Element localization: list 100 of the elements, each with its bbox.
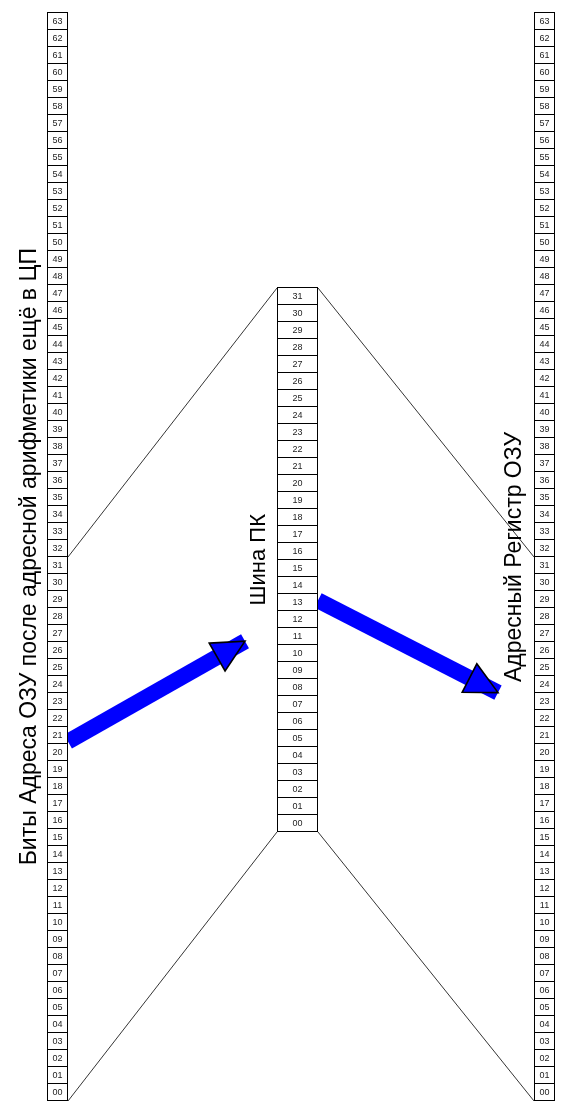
bit-cell: 28: [47, 608, 68, 625]
bit-cell: 35: [47, 489, 68, 506]
bit-cell: 03: [277, 764, 318, 781]
bit-cell: 53: [534, 183, 555, 200]
bit-cell: 01: [47, 1067, 68, 1084]
bit-cell: 24: [47, 676, 68, 693]
bit-cell: 33: [534, 523, 555, 540]
bit-cell: 07: [277, 696, 318, 713]
bit-cell: 28: [277, 339, 318, 356]
bit-cell: 37: [534, 455, 555, 472]
bit-cell: 13: [277, 594, 318, 611]
bit-cell: 04: [47, 1016, 68, 1033]
bit-cell: 26: [47, 642, 68, 659]
bit-cell: 26: [534, 642, 555, 659]
bit-cell: 04: [277, 747, 318, 764]
bit-cell: 04: [534, 1016, 555, 1033]
bit-cell: 15: [47, 829, 68, 846]
bit-cell: 63: [47, 13, 68, 30]
bit-cell: 57: [534, 115, 555, 132]
bit-cell: 16: [47, 812, 68, 829]
bit-cell: 42: [47, 370, 68, 387]
bit-cell: 54: [534, 166, 555, 183]
bit-cell: 58: [534, 98, 555, 115]
bit-cell: 02: [534, 1050, 555, 1067]
bit-cell: 29: [534, 591, 555, 608]
bit-cell: 39: [534, 421, 555, 438]
bit-cell: 16: [277, 543, 318, 560]
bit-cell: 18: [277, 509, 318, 526]
bit-cell: 52: [534, 200, 555, 217]
bit-cell: 51: [534, 217, 555, 234]
bit-cell: 11: [47, 897, 68, 914]
bit-cell: 60: [534, 64, 555, 81]
bit-cell: 05: [47, 999, 68, 1016]
bit-cell: 46: [47, 302, 68, 319]
bit-cell: 37: [47, 455, 68, 472]
bit-cell: 21: [277, 458, 318, 475]
bit-cell: 44: [534, 336, 555, 353]
bit-cell: 09: [277, 662, 318, 679]
bit-cell: 16: [534, 812, 555, 829]
bit-cell: 34: [534, 506, 555, 523]
bit-cell: 20: [47, 744, 68, 761]
bit-cell: 46: [534, 302, 555, 319]
bit-cell: 36: [47, 472, 68, 489]
bit-cell: 35: [534, 489, 555, 506]
bit-cell: 14: [47, 846, 68, 863]
bit-cell: 17: [277, 526, 318, 543]
bit-cell: 02: [47, 1050, 68, 1067]
bit-cell: 00: [47, 1084, 68, 1101]
bit-cell: 56: [534, 132, 555, 149]
bit-cell: 31: [534, 557, 555, 574]
bit-cell: 61: [47, 47, 68, 64]
bit-cell: 43: [534, 353, 555, 370]
connector-line: [317, 831, 535, 1102]
bit-cell: 02: [277, 781, 318, 798]
bit-cell: 62: [47, 30, 68, 47]
bit-cell: 27: [277, 356, 318, 373]
bit-cell: 22: [47, 710, 68, 727]
bit-cell: 14: [277, 577, 318, 594]
bit-cell: 61: [534, 47, 555, 64]
bit-cell: 47: [534, 285, 555, 302]
bit-cell: 53: [47, 183, 68, 200]
bit-cell: 39: [47, 421, 68, 438]
bit-cell: 38: [47, 438, 68, 455]
bit-cell: 42: [534, 370, 555, 387]
column-title: Адресный Регистр ОЗУ: [501, 431, 525, 682]
bit-cell: 06: [277, 713, 318, 730]
bit-cell: 27: [47, 625, 68, 642]
bit-cell: 26: [277, 373, 318, 390]
bit-cell: 57: [47, 115, 68, 132]
bit-cell: 05: [534, 999, 555, 1016]
bit-cell: 19: [534, 761, 555, 778]
bit-cell: 22: [277, 441, 318, 458]
bit-cell: 36: [534, 472, 555, 489]
connector-line: [317, 287, 535, 558]
bit-cell: 12: [277, 611, 318, 628]
bit-cell: 43: [47, 353, 68, 370]
bit-cell: 00: [277, 815, 318, 832]
bit-cell: 34: [47, 506, 68, 523]
bit-cell: 21: [534, 727, 555, 744]
bit-cell: 60: [47, 64, 68, 81]
bit-cell: 41: [534, 387, 555, 404]
bit-cell: 45: [47, 319, 68, 336]
bit-cell: 40: [534, 404, 555, 421]
bit-cell: 40: [47, 404, 68, 421]
bit-cell: 59: [47, 81, 68, 98]
bit-cell: 30: [47, 574, 68, 591]
bit-cell: 18: [534, 778, 555, 795]
bit-cell: 30: [534, 574, 555, 591]
bit-cell: 44: [47, 336, 68, 353]
bit-cell: 00: [534, 1084, 555, 1101]
bit-cell: 13: [534, 863, 555, 880]
bit-cell: 09: [47, 931, 68, 948]
bit-cell: 09: [534, 931, 555, 948]
bit-cell: 08: [277, 679, 318, 696]
bit-cell: 06: [47, 982, 68, 999]
bit-cell: 03: [47, 1033, 68, 1050]
bit-cell: 03: [534, 1033, 555, 1050]
bit-cell: 20: [277, 475, 318, 492]
bit-cell: 01: [277, 798, 318, 815]
bit-cell: 31: [277, 288, 318, 305]
